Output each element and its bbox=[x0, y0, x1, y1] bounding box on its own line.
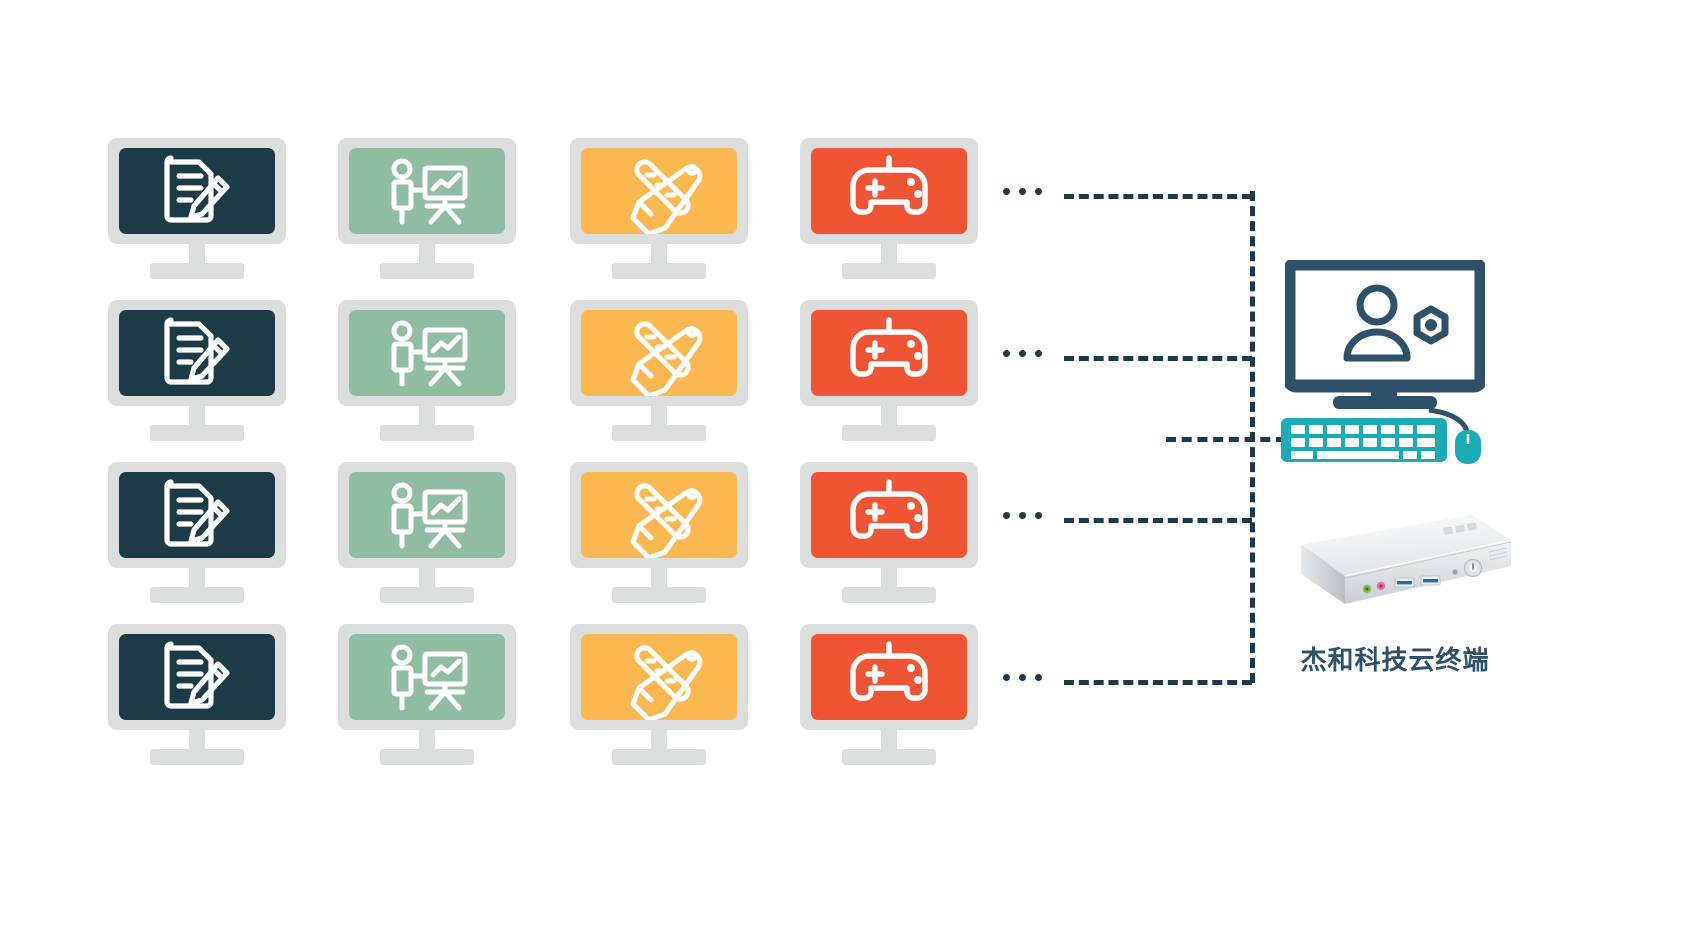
client-monitor-presentation-r3[interactable] bbox=[338, 462, 516, 603]
monitor-base bbox=[842, 425, 936, 441]
monitor-neck bbox=[419, 730, 435, 754]
monitor-base bbox=[612, 587, 706, 603]
cloud-terminal-group: 杰和科技云终端 bbox=[1275, 248, 1555, 688]
client-monitor-design-r4[interactable] bbox=[570, 624, 748, 765]
monitor-neck bbox=[419, 244, 435, 268]
monitor-neck bbox=[881, 568, 897, 592]
host-monitor bbox=[1285, 260, 1485, 410]
monitor-base bbox=[380, 425, 474, 441]
client-monitor-design-r3[interactable] bbox=[570, 462, 748, 603]
monitor-neck bbox=[419, 568, 435, 592]
monitor-base bbox=[380, 587, 474, 603]
monitor-base bbox=[612, 263, 706, 279]
client-monitor-gaming-r3[interactable] bbox=[800, 462, 978, 603]
monitor-neck bbox=[881, 244, 897, 268]
client-monitor-gaming-r1[interactable] bbox=[800, 138, 978, 279]
keyboard-icon bbox=[1281, 418, 1447, 462]
gear-badge-icon bbox=[1413, 305, 1449, 345]
monitor-base bbox=[150, 587, 244, 603]
monitor-screen bbox=[349, 148, 505, 234]
monitor-base bbox=[150, 263, 244, 279]
ellipsis-row-3 bbox=[1003, 512, 1042, 519]
mouse-icon bbox=[1455, 430, 1481, 464]
monitor-base bbox=[612, 749, 706, 765]
monitor-neck bbox=[419, 406, 435, 430]
monitor-neck bbox=[189, 568, 205, 592]
ellipsis-row-1 bbox=[1003, 188, 1042, 195]
ellipsis-row-2 bbox=[1003, 350, 1042, 357]
monitor-neck bbox=[189, 244, 205, 268]
monitor-screen bbox=[811, 472, 967, 558]
monitor-screen bbox=[811, 148, 967, 234]
device-label: 杰和科技云终端 bbox=[1300, 646, 1490, 676]
client-monitor-presentation-r4[interactable] bbox=[338, 624, 516, 765]
monitor-screen bbox=[581, 472, 737, 558]
monitor-base bbox=[380, 263, 474, 279]
monitor-base bbox=[150, 425, 244, 441]
monitor-neck bbox=[651, 730, 667, 754]
monitor-base bbox=[612, 425, 706, 441]
keyboard-and-mouse bbox=[1279, 408, 1491, 466]
monitor-screen bbox=[581, 148, 737, 234]
monitor-screen bbox=[581, 634, 737, 720]
monitor-screen bbox=[811, 310, 967, 396]
monitor-screen bbox=[119, 148, 275, 234]
client-monitor-office-r2[interactable] bbox=[108, 300, 286, 441]
monitor-neck bbox=[881, 406, 897, 430]
monitor-neck bbox=[651, 406, 667, 430]
monitor-screen bbox=[349, 472, 505, 558]
client-monitor-gaming-r2[interactable] bbox=[800, 300, 978, 441]
trunk-line-to-server bbox=[1166, 437, 1286, 442]
monitor-base bbox=[150, 749, 244, 765]
client-monitor-gaming-r4[interactable] bbox=[800, 624, 978, 765]
client-monitor-office-r1[interactable] bbox=[108, 138, 286, 279]
client-monitor-office-r4[interactable] bbox=[108, 624, 286, 765]
monitor-base bbox=[380, 749, 474, 765]
monitor-neck bbox=[189, 406, 205, 430]
client-monitor-design-r2[interactable] bbox=[570, 300, 748, 441]
branch-line-row-1 bbox=[1064, 194, 1252, 199]
mini-pc-device bbox=[1275, 500, 1515, 630]
monitor-base bbox=[842, 263, 936, 279]
front-ports bbox=[1362, 558, 1483, 594]
monitor-screen bbox=[349, 634, 505, 720]
branch-line-row-4 bbox=[1064, 680, 1252, 685]
monitor-base bbox=[842, 749, 936, 765]
monitor-screen bbox=[349, 310, 505, 396]
monitor-neck bbox=[651, 568, 667, 592]
client-monitor-presentation-r1[interactable] bbox=[338, 138, 516, 279]
monitor-neck bbox=[881, 730, 897, 754]
monitor-screen bbox=[119, 472, 275, 558]
monitor-screen bbox=[119, 634, 275, 720]
monitor-screen bbox=[581, 310, 737, 396]
monitor-base bbox=[842, 587, 936, 603]
brand-emboss bbox=[1443, 522, 1477, 535]
user-settings-icon bbox=[1343, 284, 1411, 362]
monitor-screen bbox=[119, 310, 275, 396]
client-monitor-presentation-r2[interactable] bbox=[338, 300, 516, 441]
ellipsis-row-4 bbox=[1003, 674, 1042, 681]
monitor-neck bbox=[189, 730, 205, 754]
branch-line-row-3 bbox=[1064, 518, 1252, 523]
monitor-screen bbox=[811, 634, 967, 720]
branch-line-row-2 bbox=[1064, 356, 1252, 361]
client-monitor-design-r1[interactable] bbox=[570, 138, 748, 279]
client-monitor-office-r3[interactable] bbox=[108, 462, 286, 603]
monitor-neck bbox=[651, 244, 667, 268]
